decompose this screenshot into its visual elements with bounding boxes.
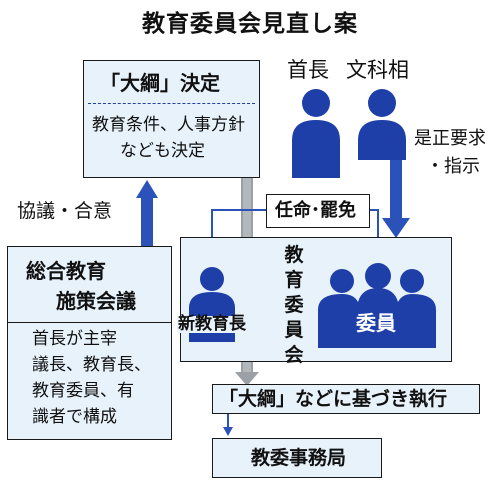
iin-label: 委員 <box>356 311 396 335</box>
monkasho-label: 文科相 <box>346 58 409 82</box>
up-arrow-kyogi <box>136 180 158 246</box>
taiko-body-line1: 教育条件、人事方針 <box>92 115 245 135</box>
taiko-body-line2: なども決定 <box>120 141 205 161</box>
ninmei-label-box: 任命･罷免 <box>266 194 370 228</box>
shikko-to-jimukyoku-connector <box>223 412 233 436</box>
shucho-label: 首長 <box>287 58 329 82</box>
sogo-heading-line2: 施策会議 <box>56 289 136 313</box>
taiko-heading: 「大綱」決定 <box>100 71 220 95</box>
sogo-kaigi-detail-box: 首長が主宰 議長、教育長、 教育委員、有 識者で構成 <box>7 322 172 440</box>
sogo-kaigi-box: 総合教育 施策会議 <box>7 246 172 324</box>
shin-kyoikucho-label: 新教育長 <box>177 314 247 334</box>
zesei-arrow <box>382 160 410 238</box>
shikko-label: 「大綱」などに基づき執行 <box>219 388 448 410</box>
shikko-box: 「大綱」などに基づき執行 <box>212 384 480 414</box>
dashed-divider <box>88 103 255 104</box>
zesei-line2: ・指示 <box>426 156 480 177</box>
zesei-line1: 是正要求 <box>414 128 486 149</box>
jimukyoku-box: 教委事務局 <box>212 438 382 478</box>
sogo-body-line3: 教育委員、有 <box>32 381 134 401</box>
sogo-heading-line1: 総合教育 <box>26 259 106 283</box>
page-title: 教育委員会見直し案 <box>142 11 358 37</box>
jimukyoku-label: 教委事務局 <box>251 447 347 469</box>
kyoiku-iinkai-box <box>180 237 452 362</box>
board-vertical-label: 教育委員会 <box>284 244 304 366</box>
zesei-label-box: 是正要求 ・指示 <box>410 124 494 186</box>
ninmei-label: 任命･罷免 <box>275 200 356 221</box>
kyogi-label: 協議・合意 <box>17 200 113 222</box>
sogo-body-line1: 首長が主宰 <box>32 329 117 349</box>
sogo-body-line2: 議長、教育長、 <box>32 355 151 375</box>
taiko-box: 「大綱」決定 教育条件、人事方針 なども決定 <box>83 60 260 178</box>
sogo-body-line4: 識者で構成 <box>32 407 117 427</box>
